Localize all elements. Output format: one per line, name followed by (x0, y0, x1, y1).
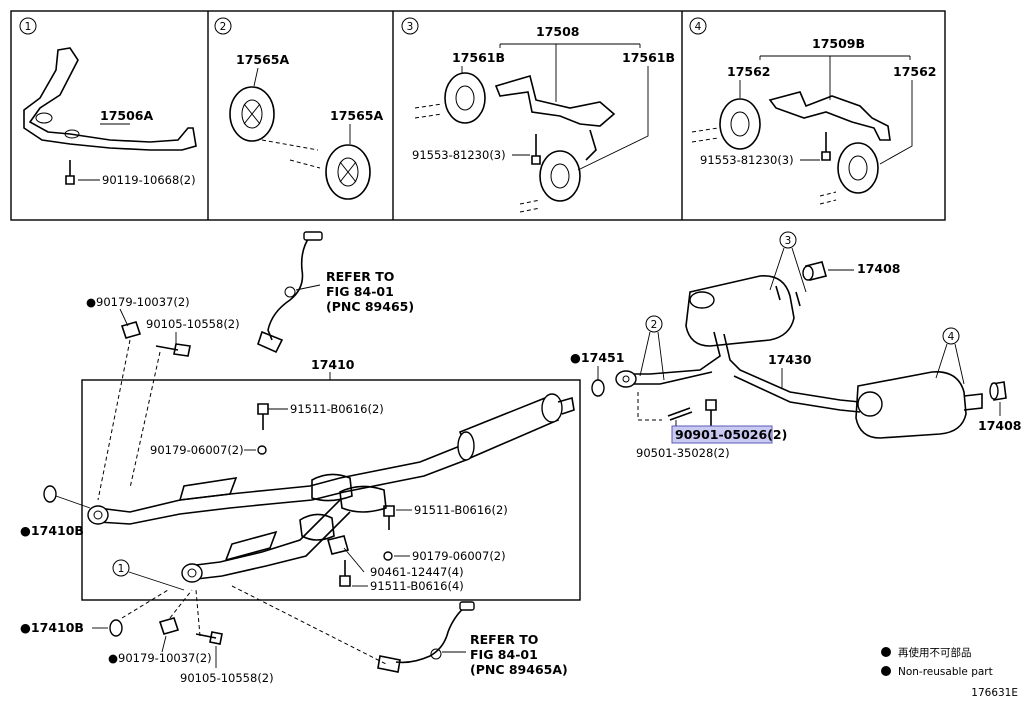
legend-jp: 再使用不可部品 (898, 646, 972, 659)
label-90179-10037-b: ●90179-10037(2) (108, 651, 212, 665)
label-17430: 17430 (768, 352, 812, 367)
top-panels (10, 10, 946, 221)
hanger-17562-2 (837, 142, 879, 194)
hanger-17565A-2 (325, 144, 371, 200)
front-pipe-17410 (87, 393, 575, 583)
label-91511-b: 91511-B0616(2) (414, 503, 508, 517)
figure-id: 176631E (971, 687, 1018, 699)
label-17509B: 17509B (812, 36, 865, 51)
bracket-17506A (23, 47, 197, 151)
legend-en: Non-reusable part (898, 666, 993, 678)
label-90179-06007-a: 90179-06007(2) (150, 443, 244, 457)
gasket-17410B-2 (109, 619, 123, 637)
label-17561B-2: 17561B (622, 50, 675, 65)
bolt-91511-b (383, 505, 395, 530)
legend: 再使用不可部品 Non-reusable part (881, 646, 993, 678)
refer-top-line2: FIG 84-01 (326, 284, 394, 299)
panel-2-number: 2 (220, 21, 227, 33)
refer-bottom-line1: REFER TO (470, 632, 538, 647)
assembly-box-17410 (81, 379, 581, 601)
label-17408-right: 17408 (978, 418, 1022, 433)
gasket-17451 (591, 379, 605, 397)
nut-90179-a (120, 321, 142, 339)
label-17562-1: 17562 (727, 64, 771, 79)
bolt-90119 (65, 160, 75, 185)
muffler-17430 (615, 261, 1007, 439)
panel-4: 4 17509B 17562 17562 91553-81230(3) (689, 17, 937, 205)
panel-3-number: 3 (407, 21, 414, 33)
label-90105-10558-b: 90105-10558(2) (180, 671, 274, 685)
bracket-17509B (768, 91, 891, 141)
hanger-17562-1 (719, 98, 761, 150)
label-17565A-2: 17565A (330, 108, 383, 123)
label-17451: ●17451 (570, 350, 624, 365)
hanger-17565A-1 (229, 86, 275, 142)
label-90105-10558-a: 90105-10558(2) (146, 317, 240, 331)
label-17561B-1: 17561B (452, 50, 505, 65)
label-17506A: 17506A (100, 108, 153, 123)
refer-bottom-line3: (PNC 89465A) (470, 662, 568, 677)
oxygen-sensor-bottom (231, 585, 475, 673)
panel-4-number: 4 (695, 21, 702, 33)
label-90501-35028: 90501-35028(2) (636, 446, 730, 460)
bracket-17508 (494, 74, 616, 161)
label-17565A-1: 17565A (236, 52, 289, 67)
label-17410B-1: ●17410B (20, 523, 84, 538)
label-91511-c: 91511-B0616(4) (370, 579, 464, 593)
callout-1: 1 (118, 563, 125, 575)
panel-2: 2 17565A 17565A (214, 17, 383, 200)
stud-90461 (327, 535, 349, 555)
label-90179-10037-a: ●90179-10037(2) (86, 295, 190, 309)
label-90119: 90119-10668(2) (102, 173, 196, 187)
spring-90501 (667, 407, 693, 421)
label-91553-a: 91553-81230(3) (412, 148, 506, 162)
panel-1: 1 17506A 90119-10668(2) (19, 17, 197, 187)
gasket-17410B-1 (43, 485, 57, 503)
highlight-90901 (671, 425, 773, 444)
label-17410B-2: ●17410B (20, 620, 84, 635)
callout-4: 4 (948, 331, 955, 343)
label-91553-b: 91553-81230(3) (700, 153, 794, 167)
nut-90179-b (158, 617, 180, 635)
bolt-90105-b (195, 631, 223, 645)
bolt-91511-a (257, 403, 269, 430)
hanger-17561B-1 (444, 72, 486, 124)
callout-3: 3 (785, 235, 792, 247)
label-90179-06007-b: 90179-06007(2) (412, 549, 506, 563)
hanger-17561B-2 (539, 150, 581, 202)
refer-bottom-line2: FIG 84-01 (470, 647, 538, 662)
label-91511-a: 91511-B0616(2) (290, 402, 384, 416)
label-17562-2: 17562 (893, 64, 937, 79)
label-17508: 17508 (536, 24, 580, 39)
refer-top-line3: (PNC 89465) (326, 299, 414, 314)
label-17410: 17410 (311, 357, 355, 372)
oxygen-sensor-top (257, 231, 323, 354)
panel-1-number: 1 (25, 21, 32, 33)
refer-top-line1: REFER TO (326, 269, 394, 284)
label-17408-top: 17408 (857, 261, 901, 276)
label-90901-05026: 90901-05026(2) (675, 427, 787, 442)
label-90461: 90461-12447(4) (370, 565, 464, 579)
callout-2: 2 (651, 319, 658, 331)
bolt-90901 (705, 399, 717, 428)
panel-3: 3 17508 17561B 17561B 91553-81230(3) (401, 17, 675, 213)
bolt-90105-a (155, 343, 191, 357)
